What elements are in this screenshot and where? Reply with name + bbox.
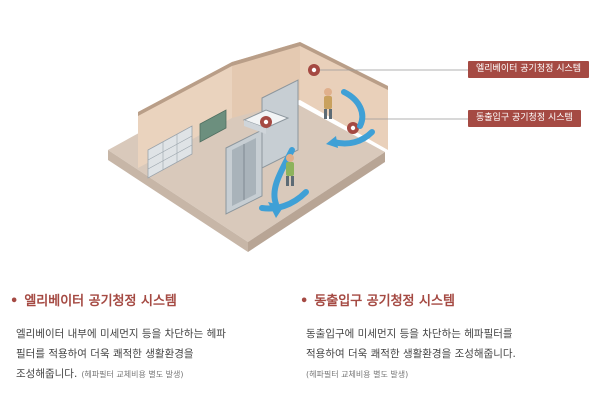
apartment-lobby-illustration — [108, 42, 468, 252]
feature-description: 엘리베이터 내부에 미세먼지 등을 차단하는 헤파 필터를 적용하여 더욱 쾌적… — [10, 324, 280, 385]
airflow-arrow-entrance-lower — [331, 129, 375, 147]
hepa-filter-unit-side — [244, 120, 266, 134]
feature-line: 필터를 적용하여 더욱 쾌적한 생활환경을 — [16, 348, 194, 360]
back-wall-left — [138, 62, 232, 168]
bullet-icon: • — [10, 294, 19, 309]
feature-line: 엘리베이터 내부에 미세먼지 등을 차단하는 헤파 — [16, 328, 226, 340]
feature-cost-note: (헤파필터 교체비용 별도 발생) — [81, 370, 184, 379]
person-in-elevator-icon — [286, 154, 294, 186]
callout-elevator-air-purification: 엘리베이터 공기청정 시스템 — [468, 61, 590, 78]
feature-title-text: 동출입구 공기청정 시스템 — [314, 294, 455, 309]
feature-cost-note: (헤파필터 교체비용 별도 발생) — [306, 370, 409, 379]
feature-title-text: 엘리베이터 공기청정 시스템 — [24, 294, 177, 309]
feature-elevator: • 엘리베이터 공기청정 시스템 엘리베이터 내부에 미세먼지 등을 차단하는 헤… — [10, 294, 280, 385]
feature-line: (헤파필터 교체비용 별도 발생) — [306, 364, 570, 385]
rear-elevator — [261, 79, 299, 169]
right-side-wall — [300, 42, 388, 150]
wall-top-edge — [138, 42, 388, 116]
feature-line: 적용하여 더욱 쾌적한 생활환경을 조성해줍니다. — [306, 348, 516, 360]
airflow-arrow-floor — [259, 189, 309, 212]
feature-entrance: • 동출입구 공기청정 시스템 동출입구에 미세먼지 등을 차단하는 헤파필터를 … — [300, 294, 570, 385]
feature-last-line: 조성해줍니다. — [16, 368, 78, 380]
bullet-icon: • — [300, 294, 309, 309]
feature-line: 조성해줍니다.(헤파필터 교체비용 별도 발생) — [16, 364, 280, 385]
feature-title: • 엘리베이터 공기청정 시스템 — [10, 294, 280, 310]
feature-description: 동출입구에 미세먼지 등을 차단하는 헤파필터를 적용하여 더욱 쾌적한 생활환… — [300, 324, 570, 385]
callout-entrance-air-purification: 동출입구 공기청정 시스템 — [468, 110, 581, 127]
person-at-entrance-icon — [324, 88, 332, 119]
airflow-arrow-entrance-upper — [341, 89, 366, 129]
notice-board — [199, 109, 227, 143]
floor-slab-front-edge — [108, 150, 248, 252]
feature-title: • 동출입구 공기청정 시스템 — [300, 294, 570, 310]
floor-slab-side-edge — [248, 152, 385, 252]
feature-line: 동출입구에 미세먼지 등을 차단하는 헤파필터를 — [306, 328, 513, 340]
